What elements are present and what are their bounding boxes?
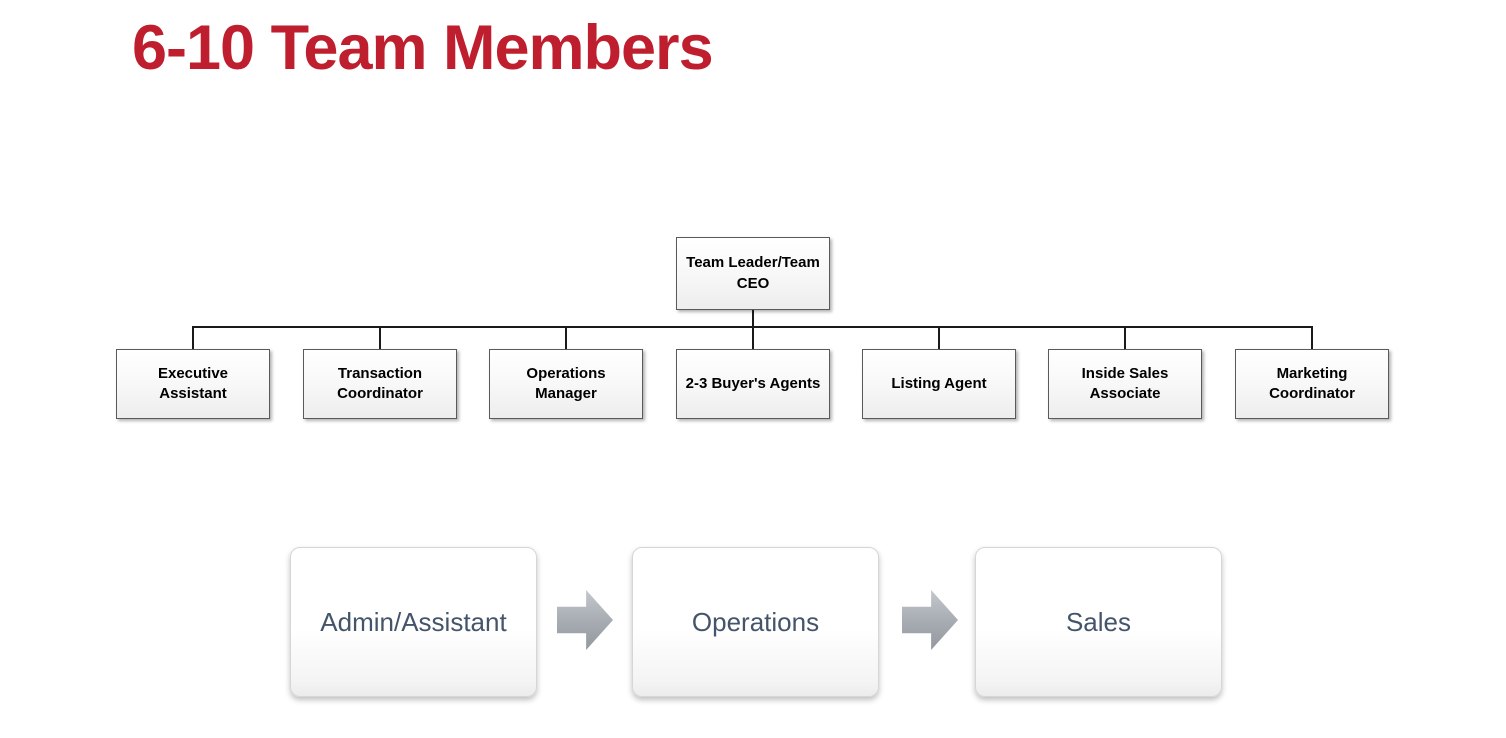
- org-node-label: Listing Agent: [891, 374, 987, 392]
- org-node-operations-manager: Operations Manager: [489, 349, 643, 419]
- org-node-root: Team Leader/Team CEO: [676, 237, 830, 310]
- org-node-buyers-agents: 2-3 Buyer's Agents: [676, 349, 830, 419]
- flow-step-sales: Sales: [975, 547, 1222, 697]
- connector-root-stem: [752, 310, 754, 327]
- connector-stub-2: [379, 327, 381, 349]
- flow-step-admin-assistant: Admin/Assistant: [290, 547, 537, 697]
- org-node-root-label: Team Leader/Team CEO: [686, 254, 820, 292]
- flow-step-label: Operations: [691, 606, 820, 637]
- org-node-inside-sales-associate: Inside Sales Associate: [1048, 349, 1202, 419]
- org-node-transaction-coordinator: Transaction Coordinator: [303, 349, 457, 419]
- org-node-label: Operations Manager: [526, 364, 606, 402]
- connector-stub-7: [1311, 327, 1313, 349]
- connector-stub-5: [938, 327, 940, 349]
- org-node-label: Transaction Coordinator: [337, 364, 423, 402]
- connector-stub-6: [1124, 327, 1126, 349]
- connector-stub-4: [752, 327, 754, 349]
- arrow-right-icon: [902, 590, 958, 650]
- org-node-label: Executive Assistant: [157, 364, 229, 402]
- org-node-label: Marketing Coordinator: [1269, 364, 1355, 402]
- flow-step-label: Sales: [1065, 606, 1132, 637]
- org-node-marketing-coordinator: Marketing Coordinator: [1235, 349, 1389, 419]
- flow-step-operations: Operations: [632, 547, 879, 697]
- org-node-label: Inside Sales Associate: [1081, 364, 1169, 402]
- org-node-label: 2-3 Buyer's Agents: [685, 374, 821, 392]
- flow-step-label: Admin/Assistant: [320, 606, 507, 637]
- arrow-right-icon: [557, 590, 613, 650]
- org-node-listing-agent: Listing Agent: [862, 349, 1016, 419]
- org-node-executive-assistant: Executive Assistant: [116, 349, 270, 419]
- connector-stub-3: [565, 327, 567, 349]
- page-title: 6-10 Team Members: [132, 13, 714, 83]
- connector-stub-1: [192, 327, 194, 349]
